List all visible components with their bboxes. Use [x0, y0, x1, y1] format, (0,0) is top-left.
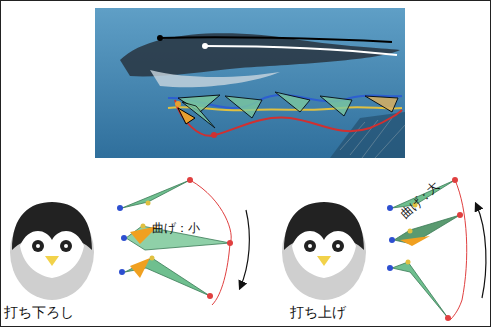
stroke-label: 打ち下ろし	[4, 305, 74, 320]
bend-label: 曲げ：小	[152, 222, 200, 235]
stroke-label: 打ち上げ	[290, 305, 346, 320]
